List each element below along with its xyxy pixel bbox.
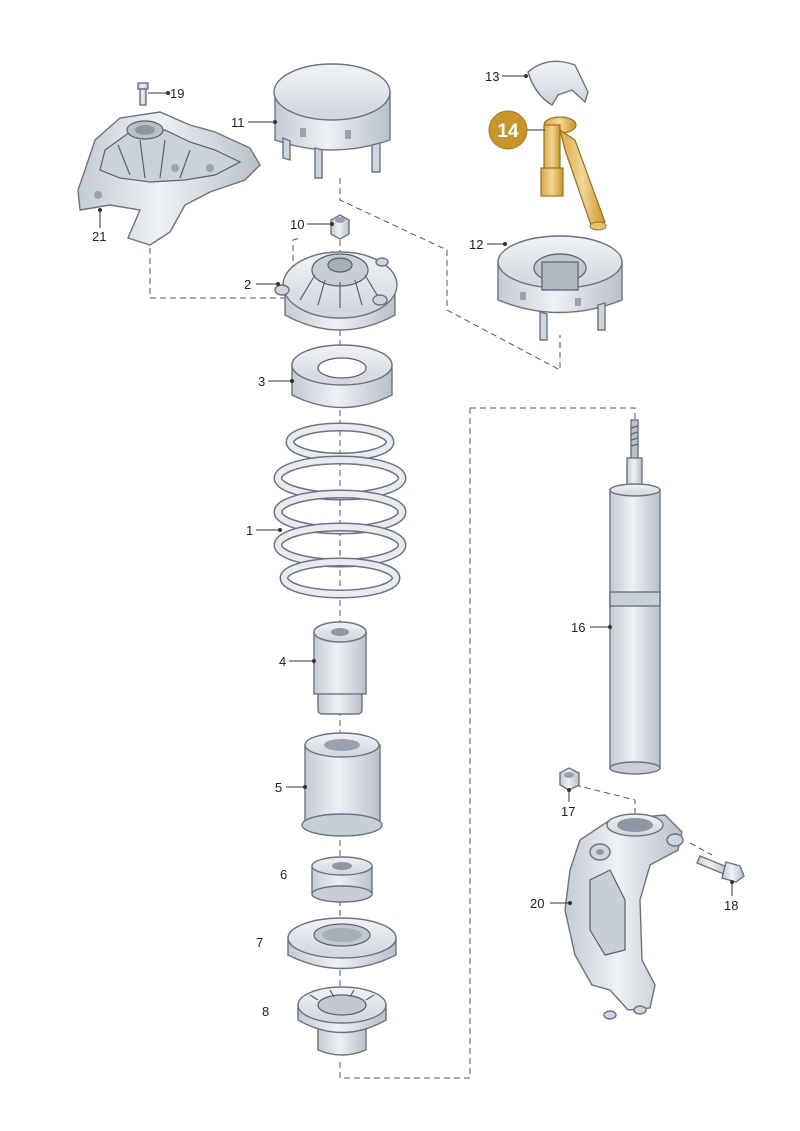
label-part-11: 11: [231, 115, 245, 130]
label-part-19: 19: [170, 86, 184, 101]
label-part-5: 5: [275, 780, 282, 795]
part-5-protective-sleeve: [301, 732, 383, 837]
part-8-lower-seat: [297, 986, 387, 1056]
label-part-18: 18: [724, 898, 738, 913]
part-11-protective-cap: [273, 63, 391, 179]
label-part-13: 13: [485, 69, 499, 84]
part-4-bump-stop: [313, 621, 367, 715]
label-part-20: 20: [530, 896, 544, 911]
part-1-coil-spring: [273, 422, 407, 599]
part-17-nut: [559, 767, 580, 791]
label-part-21: 21: [92, 229, 106, 244]
part-20-fork: [564, 813, 684, 1020]
label-part-16: 16: [571, 620, 585, 635]
part-16-shock-absorber: [609, 419, 661, 775]
part-14-badge[interactable]: 14: [488, 110, 528, 150]
part-2-strut-mount: [274, 251, 398, 331]
label-part-3: 3: [258, 374, 265, 389]
label-part-1: 1: [246, 523, 253, 538]
part-12-lower-cap: [497, 235, 623, 341]
leader-dots: [98, 74, 734, 905]
part-19-bolt: [137, 82, 149, 106]
part-6-spacer: [311, 856, 373, 903]
part-14-highlighted-part: [540, 116, 607, 231]
label-part-12: 12: [469, 237, 483, 252]
label-part-10: 10: [290, 217, 304, 232]
part-10-nut: [330, 214, 350, 240]
leader-lines: [99, 75, 733, 904]
part-3-washer: [291, 344, 393, 409]
part-7-spring-seat: [287, 917, 397, 970]
label-part-6: 6: [280, 867, 287, 882]
part-18-bolt: [696, 855, 745, 883]
label-part-7: 7: [256, 935, 263, 950]
label-part-14: 14: [497, 121, 519, 142]
label-part-17: 17: [561, 804, 575, 819]
part-21-mount-bracket: [77, 111, 261, 246]
label-part-8: 8: [262, 1004, 269, 1019]
part-13-cap-piece: [527, 60, 589, 106]
label-part-4: 4: [279, 654, 286, 669]
label-part-2: 2: [244, 277, 251, 292]
